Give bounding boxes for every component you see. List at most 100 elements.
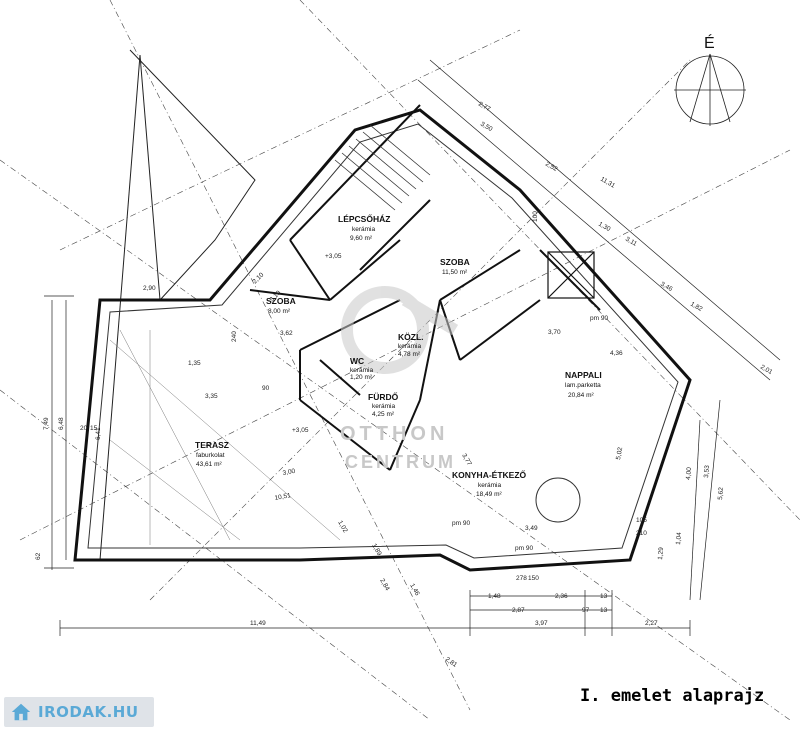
pm-mark-2: pm 90 (452, 520, 470, 527)
room-szoba1-area: 8,00 m² (268, 308, 291, 315)
dim-label: 1,29 (657, 547, 665, 561)
room-furdo-area: 4,25 m² (372, 411, 395, 418)
dimension-lines-right (417, 59, 781, 601)
interior-walls (249, 104, 601, 471)
dim-label: 278 (516, 575, 527, 582)
room-furdo-name: FÜRDŐ (368, 391, 399, 402)
dim-label: 97 (582, 607, 590, 614)
level-mark-2: +3,05 (292, 427, 309, 434)
dim-label: 240 (231, 331, 238, 342)
dim-label: 6,41 (95, 427, 102, 440)
dim-label: 2,27 (645, 620, 658, 627)
pm-mark-1: pm 90 (515, 545, 533, 552)
terrace-deck-lines (109, 329, 341, 545)
room-lepcsohaz-name: LÉPCSŐHÁZ (338, 213, 390, 224)
watermark-line2: CENTRUM (345, 452, 456, 472)
dim-label: 3,70 (548, 329, 561, 336)
room-terasz-name: TERASZ (195, 440, 229, 450)
dim-label: 3,46 (659, 281, 674, 294)
dim-label: 90 (262, 385, 270, 392)
chimney-box (547, 251, 595, 299)
watermark-line1: OTTHON (340, 423, 448, 445)
dim-label: 2,10 (251, 271, 265, 285)
room-konyha-material: kerámia (478, 482, 502, 489)
dim-label: 2,36 (555, 593, 568, 600)
room-konyha-area: 18,49 m² (476, 491, 502, 498)
room-lepcsohaz-area: 9,60 m² (350, 235, 373, 242)
dim-label: 5,62 (717, 487, 725, 501)
dim-label: 13 (600, 593, 608, 600)
room-wc-area: 1,20 m² (350, 374, 373, 381)
dim-label: 100 (532, 211, 539, 222)
room-konyha-name: KONYHA-ÉTKEZŐ (452, 469, 527, 480)
room-szoba2-name: SZOBA (440, 257, 470, 267)
dim-label: 2,52 (544, 161, 559, 174)
dim-label: 11,49 (250, 620, 266, 627)
dim-label: 4,00 (685, 467, 693, 481)
dim-label: 1,02 (336, 520, 349, 535)
north-compass-icon (674, 53, 746, 126)
dim-label: 150 (528, 575, 539, 582)
staircase-treads (334, 124, 431, 211)
dim-label: 210 (636, 530, 647, 537)
dim-label: 1,35 (188, 360, 201, 367)
dim-label: 7,49 (43, 417, 50, 430)
dim-label: 3,53 (703, 465, 711, 479)
dimension-lines-left (44, 295, 74, 570)
dim-label: 1,04 (675, 532, 683, 546)
room-lepcsohaz-material: kerámia (352, 226, 376, 233)
dim-label: 62 (35, 552, 42, 560)
dim-label: 2,77 (477, 101, 492, 114)
pm-mark-3: pm 90 (590, 315, 608, 322)
dim-label: 3,62 (280, 330, 293, 337)
watermark-logo (341, 286, 459, 374)
room-wc-material: kerámia (350, 367, 374, 374)
dim-label: 1,89 (370, 543, 383, 558)
outer-walls (73, 108, 692, 572)
dim-label: 4,36 (610, 350, 623, 357)
room-nappali-material: lam.parketta (565, 382, 601, 389)
dim-label: 105 (636, 517, 647, 524)
outer-walls-inner (87, 123, 679, 559)
drawing-title: I. emelet alaprajz (580, 686, 765, 706)
dining-table (535, 477, 581, 523)
dim-label: 3,35 (205, 393, 218, 400)
dim-label: 2,81 (444, 656, 459, 669)
dim-label: 1,48 (488, 593, 501, 600)
room-wc-name: WC (350, 356, 364, 366)
dim-label: 15 (90, 425, 98, 432)
dim-label: 3,49 (525, 525, 538, 532)
room-kozl-name: KÖZL. (398, 332, 424, 342)
dim-label: 3,50 (479, 121, 494, 134)
irodak-badge[interactable]: IRODAK.HU (4, 697, 154, 727)
dim-label: 1,82 (689, 301, 704, 314)
dim-label: 1,46 (408, 583, 421, 598)
dim-label: 2,01 (759, 364, 774, 377)
dim-label: 10,51 (274, 492, 292, 502)
dim-label: 1,30 (597, 221, 612, 234)
room-furdo-material: kerámia (372, 403, 396, 410)
room-nappali-area: 20,84 m² (568, 392, 594, 399)
dim-label: 5,02 (615, 446, 624, 460)
terrace-outline (99, 49, 256, 561)
room-kozl-material: kerámia (398, 343, 422, 350)
compass-label: É (704, 33, 715, 52)
dim-label: 3,11 (624, 236, 638, 248)
badge-text: IRODAK.HU (38, 703, 139, 721)
dimension-lines-bottom (59, 590, 691, 636)
level-mark-1: +3,05 (325, 253, 342, 260)
house-icon (11, 703, 31, 721)
room-nappali-name: NAPPALI (565, 370, 602, 380)
dim-label: 2,87 (512, 607, 525, 614)
dim-label: 13 (600, 607, 608, 614)
dim-label: 6,48 (58, 417, 65, 430)
dim-label: 2,90 (143, 285, 156, 292)
dim-label: 2,84 (378, 578, 391, 593)
dim-label: 3,97 (535, 620, 548, 627)
room-terasz-area: 43,61 m² (196, 461, 222, 468)
room-szoba2-area: 11,50 m² (442, 269, 468, 276)
dim-label: 3,77 (460, 453, 473, 468)
room-terasz-material: faburkolat (196, 452, 225, 459)
